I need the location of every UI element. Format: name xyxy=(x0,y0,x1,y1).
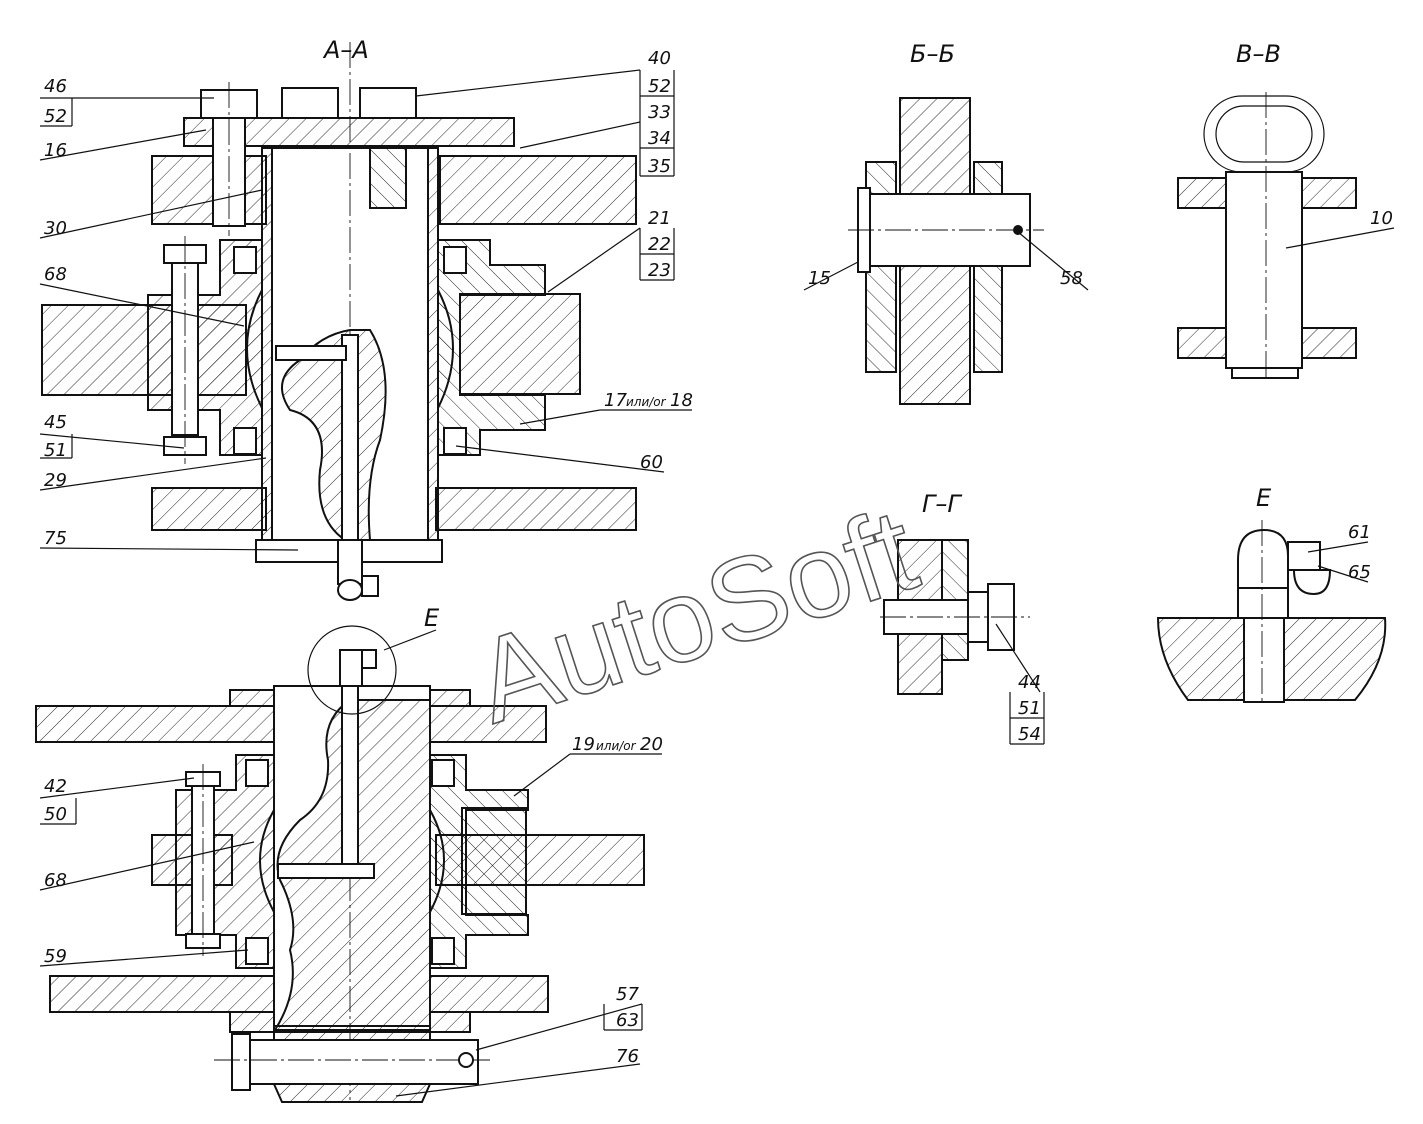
view-title-gg: Г–Г xyxy=(922,490,962,518)
leader-lines xyxy=(39,69,1395,1097)
label-35: 35 xyxy=(648,156,671,177)
section-bb: Б–Б xyxy=(848,40,1044,405)
label-46: 46 xyxy=(44,76,67,97)
section-vv: В–В xyxy=(1177,40,1357,380)
view-title-e: Е xyxy=(1256,484,1272,512)
part-labels: 46 52 16 30 68 45 51 29 75 40 52 33 34 3… xyxy=(44,48,1393,1067)
label-54: 54 xyxy=(1018,724,1041,745)
section-gg: Г–Г xyxy=(880,490,1030,695)
view-title-aa: А–А xyxy=(322,36,369,64)
label-42: 42 xyxy=(44,776,67,797)
label-59: 59 xyxy=(44,946,67,967)
label-19: 19 xyxy=(572,734,595,755)
label-21: 21 xyxy=(648,208,671,229)
view-title-vv: В–В xyxy=(1236,40,1281,68)
label-60: 60 xyxy=(640,452,663,473)
section-aa: А–А xyxy=(41,36,637,601)
label-19-or: или/or xyxy=(596,739,637,753)
label-75: 75 xyxy=(44,528,67,549)
label-45: 45 xyxy=(44,412,67,433)
label-20: 20 xyxy=(640,734,663,755)
label-33: 33 xyxy=(648,102,671,123)
label-65: 65 xyxy=(1348,562,1371,583)
label-61: 61 xyxy=(1348,522,1371,543)
label-50: 50 xyxy=(44,804,67,825)
section-e: Е xyxy=(1156,484,1387,704)
label-58: 58 xyxy=(1060,268,1083,289)
label-34: 34 xyxy=(648,128,671,149)
label-51: 51 xyxy=(44,440,67,461)
section-aa-lower xyxy=(35,625,645,1103)
label-16: 16 xyxy=(44,140,67,161)
label-68b: 68 xyxy=(44,870,67,891)
view-title-bb: Б–Б xyxy=(910,40,955,68)
label-18: 18 xyxy=(670,390,693,411)
callout-e: Е xyxy=(424,604,440,632)
label-52: 52 xyxy=(44,106,67,127)
label-10: 10 xyxy=(1370,208,1393,229)
label-22: 22 xyxy=(648,234,671,255)
label-44: 44 xyxy=(1018,672,1041,693)
label-23: 23 xyxy=(648,260,671,281)
label-29: 29 xyxy=(44,470,67,491)
label-17-or: или/or xyxy=(626,395,667,409)
label-15: 15 xyxy=(808,268,831,289)
label-51b: 51 xyxy=(1018,698,1041,719)
label-57: 57 xyxy=(616,984,639,1005)
label-52b: 52 xyxy=(648,76,671,97)
label-boxes xyxy=(71,70,1045,1030)
label-17: 17 xyxy=(604,390,627,411)
label-63: 63 xyxy=(616,1010,639,1031)
label-40: 40 xyxy=(648,48,671,69)
label-68: 68 xyxy=(44,264,67,285)
label-76: 76 xyxy=(616,1046,639,1067)
label-30: 30 xyxy=(44,218,67,239)
